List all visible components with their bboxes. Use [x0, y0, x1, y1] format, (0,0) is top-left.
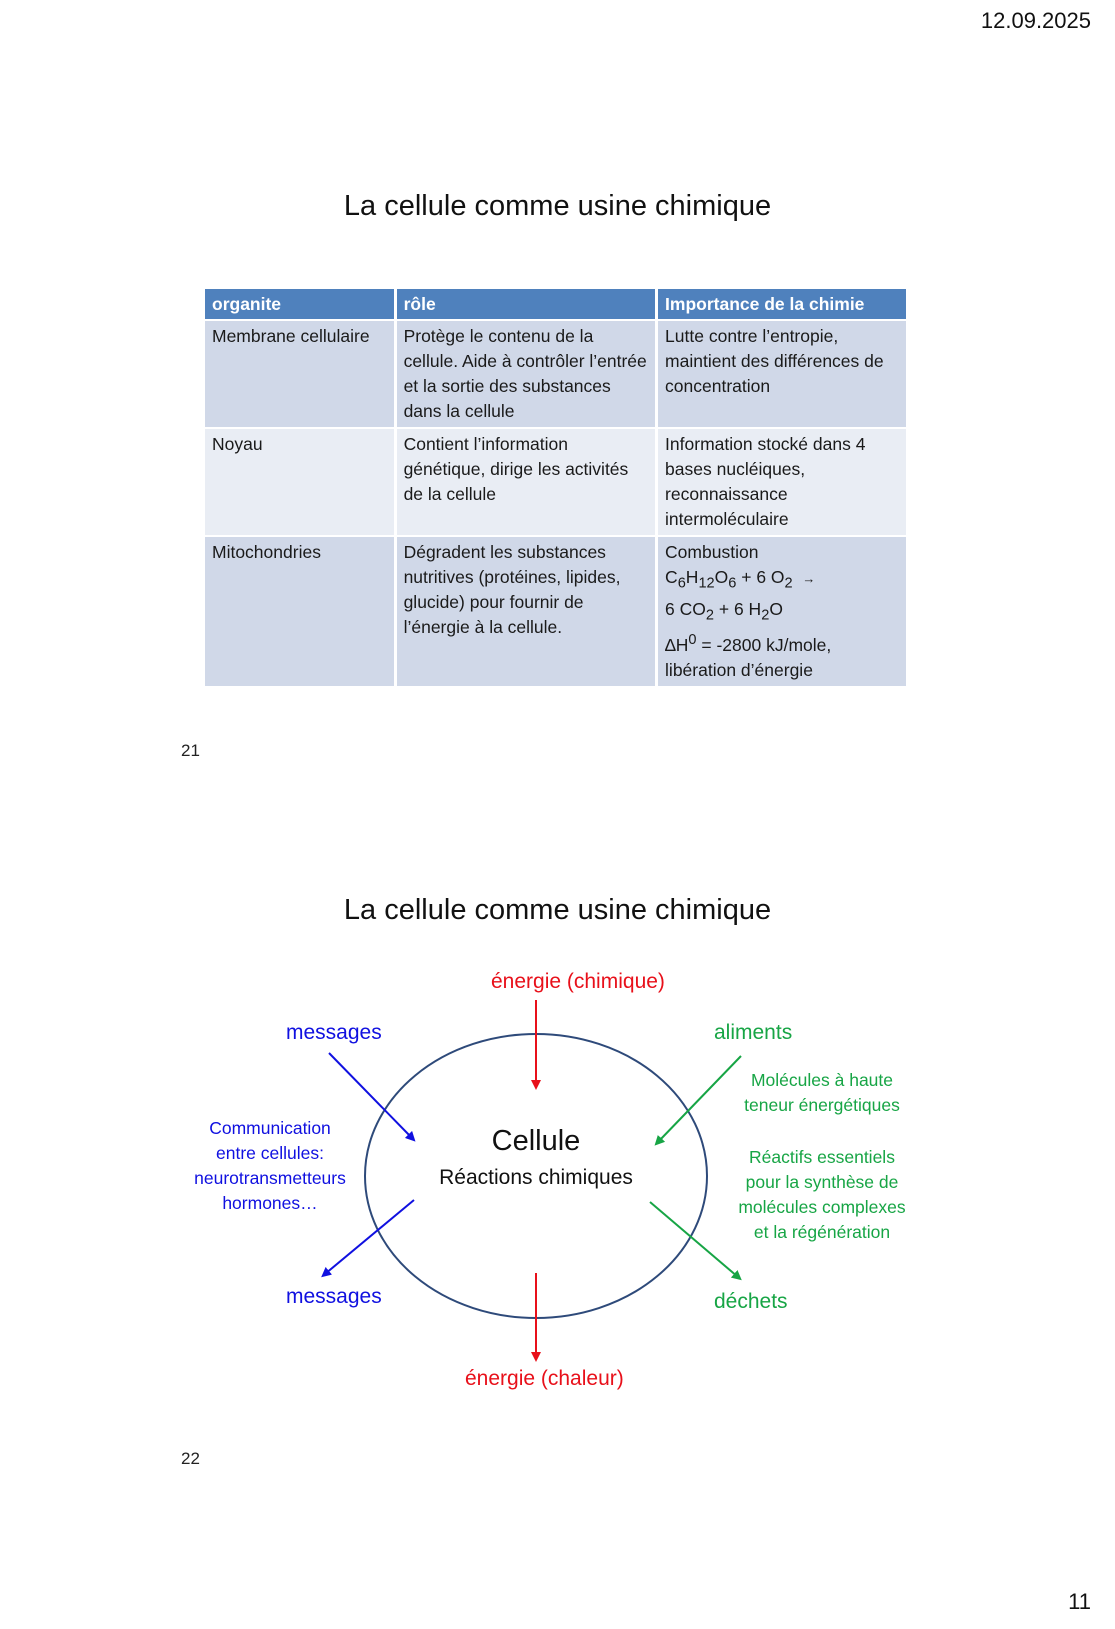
molecules-note: Molécules à haute teneur énergétiques: [744, 1070, 900, 1115]
header-role: rôle: [396, 289, 656, 319]
cell-importance: Information stocké dans 4 bases nucléiqu…: [658, 429, 906, 535]
combustion-release: libération d’énergie: [665, 659, 813, 680]
slide-22-title: La cellule comme usine chimique: [343, 894, 772, 926]
cell-organite: Membrane cellulaire: [205, 321, 394, 427]
messages-out-arrow: [321, 1199, 415, 1278]
energy-out-label: énergie (chaleur): [465, 1367, 624, 1390]
cell-role: Dégradent les substances nutritives (pro…: [396, 537, 656, 686]
cell-label: Cellule: [491, 1125, 581, 1157]
table-row: Membrane cellulaire Protège le contenu d…: [205, 321, 906, 427]
header-importance: Importance de la chimie: [658, 289, 906, 319]
cell-organite: Mitochondries: [205, 537, 394, 686]
page-number: 11: [1068, 1589, 1091, 1614]
dechets-label: déchets: [714, 1290, 788, 1313]
messages-in-arrow: [328, 1052, 416, 1142]
messages-out-label: messages: [286, 1285, 382, 1308]
energy-in-label: énergie (chimique): [491, 970, 665, 993]
organelles-table: organite rôle Importance de la chimie Me…: [202, 287, 909, 688]
cell-importance-combustion: Combustion C6H12O6 + 6 O2 → 6 CO2 + 6 H2…: [658, 537, 906, 686]
combustion-label: Combustion: [665, 542, 759, 562]
table-row: Mitochondries Dégradent les substances n…: [205, 537, 906, 686]
slide-21-number: 21: [181, 741, 200, 760]
reaction-arrow-icon: →: [802, 571, 816, 586]
messages-in-label: messages: [286, 1021, 382, 1044]
combustion-products: 6 CO2 + 6 H2O: [665, 598, 783, 624]
document-date: 12.09.2025: [980, 8, 1091, 33]
reactifs-note: Réactifs essentiels pour la synthèse de …: [738, 1147, 906, 1242]
cell-sublabel: Réactions chimiques: [439, 1166, 633, 1189]
communication-note: Communication entre cellules: neurotrans…: [194, 1118, 346, 1213]
cell-organite: Noyau: [205, 429, 394, 535]
table-header-row: organite rôle Importance de la chimie: [205, 289, 906, 319]
cell-role: Contient l’information génétique, dirige…: [396, 429, 656, 535]
cell-importance: Lutte contre l’entropie, maintient des d…: [658, 321, 906, 427]
aliments-label: aliments: [714, 1021, 793, 1044]
cell-role: Protège le contenu de la cellule. Aide à…: [396, 321, 656, 427]
slide-22-number: 22: [181, 1449, 200, 1468]
table-row: Noyau Contient l’information génétique, …: [205, 429, 906, 535]
aliments-arrow: [654, 1055, 742, 1146]
header-organite: organite: [205, 289, 394, 319]
slide-21-title: La cellule comme usine chimique: [343, 190, 772, 222]
combustion-reactants: C6H12O6 + 6 O2 →: [665, 567, 816, 592]
combustion-enthalpy: ∆H0 = -2800 kJ/mole,: [665, 632, 832, 655]
dechets-arrow: [649, 1201, 742, 1281]
